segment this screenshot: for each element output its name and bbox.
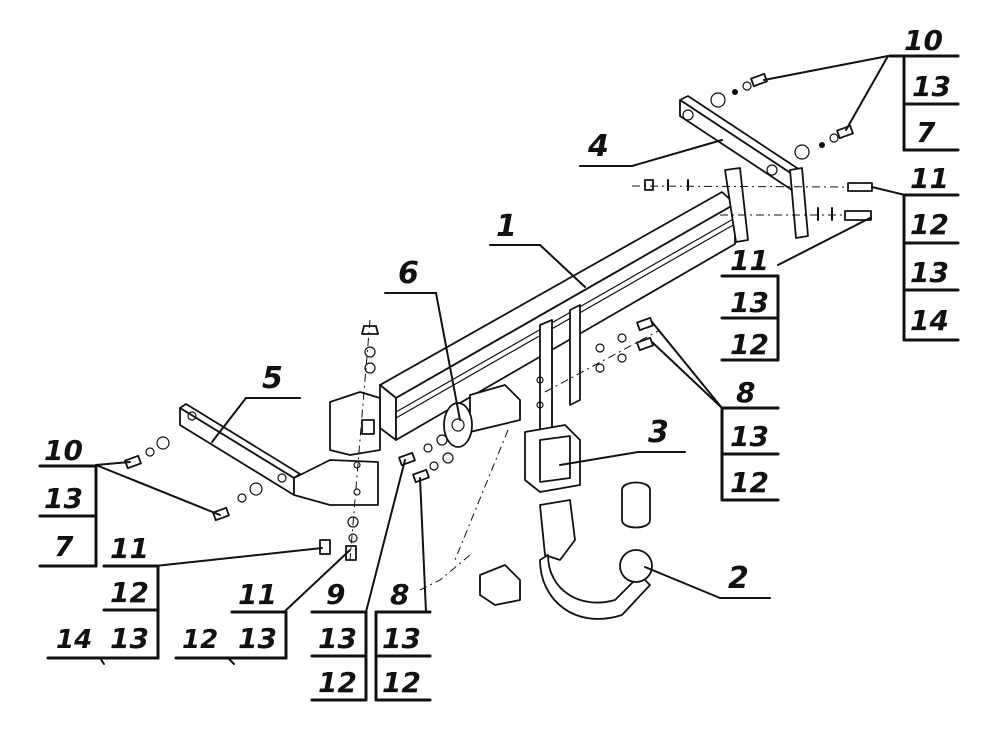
table-bottom-8-r1: 8 [390, 578, 409, 611]
table-right-top-r2: 13 [912, 70, 951, 103]
left-bracket-part [179, 391, 381, 506]
table-right-mid-r1: 11 [910, 162, 949, 195]
center-mount-plate [443, 304, 581, 448]
table-left-11-r3: 13 [110, 622, 149, 655]
crossbar-part [379, 191, 736, 441]
table-left-11-side: 14 [56, 625, 92, 655]
table-left-10-r2: 13 [44, 482, 83, 515]
callout-2: 2 [728, 561, 749, 596]
table-center-right-r1: 11 [730, 244, 769, 277]
table-bottom-9-r1: 9 [326, 578, 345, 611]
electrical-plug [419, 429, 521, 606]
table-left-11b: 11 13 12 [174, 578, 288, 665]
table-right-8: 8 13 12 [720, 376, 780, 502]
callout-labels: 1 2 3 4 5 6 [262, 129, 749, 596]
table-right-8-r1: 8 [736, 376, 755, 409]
table-right-mid-r4: 14 [910, 304, 949, 337]
table-bottom-9-r3: 12 [318, 666, 357, 699]
callout-5: 5 [262, 361, 283, 396]
table-left-11: 11 12 13 14 [46, 532, 160, 665]
table-right-mid-r2: 12 [910, 208, 949, 241]
table-left-10-r1: 10 [44, 434, 83, 467]
table-right-8-r3: 12 [730, 466, 769, 499]
table-bottom-8-r2: 13 [382, 622, 421, 655]
table-right-top-r1: 10 [904, 24, 943, 57]
table-right-mid-r3: 13 [910, 256, 949, 289]
callout-6: 6 [398, 256, 419, 291]
table-left-11b-r2: 13 [238, 622, 277, 655]
ball-neck-part [539, 481, 653, 620]
table-right-8-r2: 13 [730, 420, 769, 453]
callout-1: 1 [496, 209, 517, 244]
callout-3: 3 [648, 415, 669, 450]
table-bottom-8: 8 13 12 [374, 578, 432, 702]
socket-part [524, 424, 581, 493]
table-right-mid: 11 12 13 14 [902, 162, 960, 342]
table-bottom-8-r3: 12 [382, 666, 421, 699]
table-right-top-r3: 7 [916, 116, 936, 149]
table-center-right: 11 13 12 [720, 244, 780, 362]
table-bottom-9: 9 13 12 [310, 578, 368, 702]
table-left-10: 10 13 7 [38, 434, 98, 568]
table-left-11b-side: 12 [182, 625, 218, 655]
leader-lines [95, 55, 906, 613]
table-left-11-r2: 12 [110, 576, 149, 609]
table-left-11b-r1: 11 [238, 578, 277, 611]
table-center-right-r3: 12 [730, 328, 769, 361]
table-center-right-r2: 13 [730, 286, 769, 319]
table-left-11-r1: 11 [110, 532, 149, 565]
table-right-top: 10 13 7 [888, 24, 960, 152]
table-bottom-9-r2: 13 [318, 622, 357, 655]
right-bracket-part [679, 95, 809, 243]
table-left-10-r3: 7 [54, 530, 74, 563]
callout-4: 4 [587, 129, 609, 164]
